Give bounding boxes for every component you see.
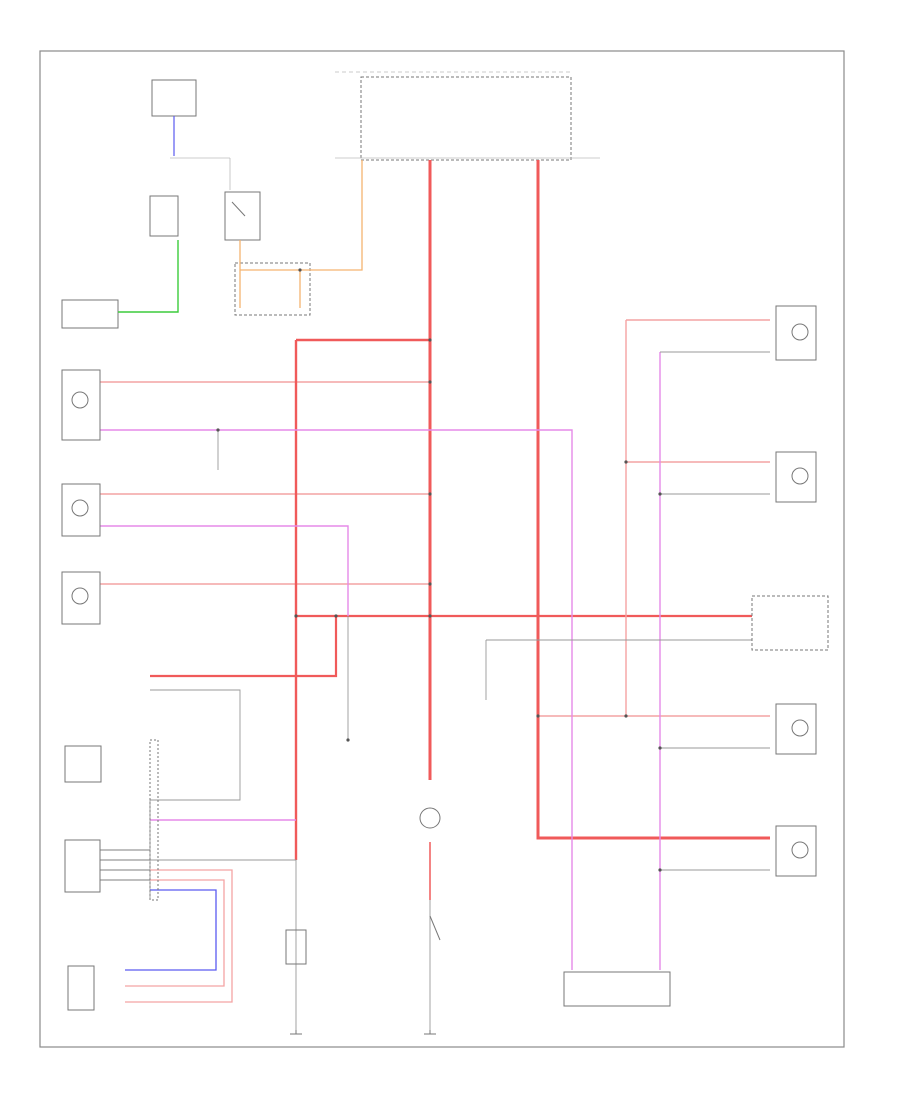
lamp-left-2 <box>61 483 101 537</box>
dimmer-relay <box>149 157 261 241</box>
diagram-frame <box>39 50 845 1048</box>
lamp-right-1 <box>775 305 817 361</box>
lamp-right-2 <box>775 451 817 503</box>
wire-red-right-trunk <box>536 160 770 840</box>
trunk-switch <box>429 915 441 941</box>
lamp-left-3 <box>61 571 101 625</box>
dimmer-switch-box <box>61 299 119 329</box>
meter-unit <box>64 745 102 783</box>
junction-dots <box>216 268 662 872</box>
combo-switch-small <box>285 929 307 965</box>
wire-violet-1 <box>100 429 573 970</box>
combination-switch-connector <box>149 739 159 901</box>
panel-light-switch <box>64 839 101 893</box>
wires-gray <box>149 351 770 1030</box>
wire-red-left-bus <box>150 616 338 678</box>
wire-red-right-loop <box>538 319 770 717</box>
trunk-light <box>419 807 441 829</box>
ac-control-unit <box>751 595 829 651</box>
wire-green <box>118 240 179 313</box>
main-fuse-box <box>335 71 600 161</box>
wire-orange <box>239 160 363 308</box>
instrument-cluster-connector <box>234 262 311 316</box>
ground-symbols <box>290 1030 436 1035</box>
lamp-right-4 <box>775 825 817 877</box>
wire-violet-2 <box>100 525 349 616</box>
panel-light-dimmer <box>67 965 95 1011</box>
lamp-left-1 <box>61 369 101 441</box>
bottom-control-unit <box>563 971 671 1007</box>
fuse-box-top-left <box>151 79 197 117</box>
lamp-right-3 <box>775 703 817 755</box>
wires-bottom-left-bundle <box>100 849 233 1003</box>
wire-red-296 <box>294 338 430 860</box>
